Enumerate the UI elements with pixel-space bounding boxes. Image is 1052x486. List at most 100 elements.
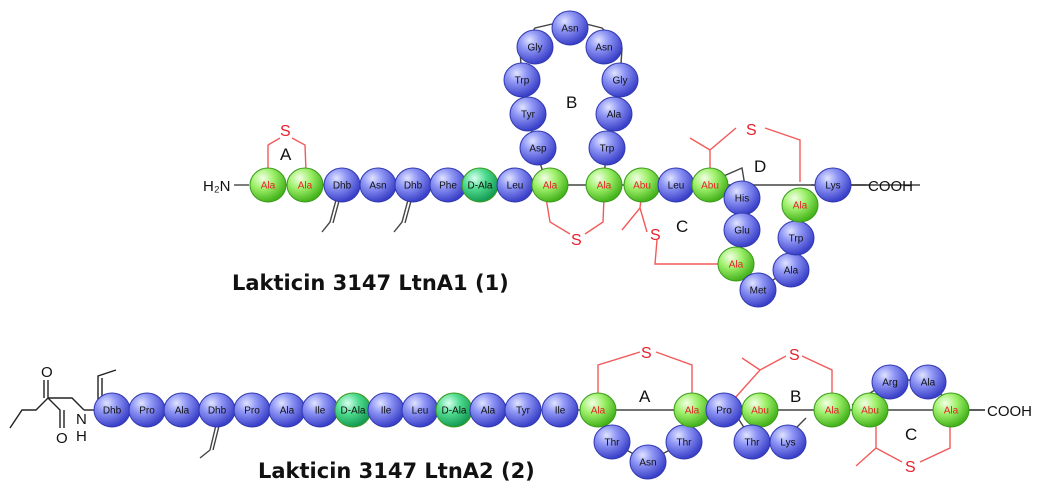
p1-residue-ala: Ala [595,96,633,132]
sulfur-atom: S [571,232,582,249]
residue-bead [932,392,970,428]
p1-residue-leu: Leu [657,167,695,203]
hydrogen-atom: H [76,428,87,445]
residue-bead [595,96,633,132]
residue-label: D-Ala [441,406,466,417]
residue-label: Ile [315,406,326,417]
c-terminus-label: COOH [868,178,913,195]
residue-bead [579,392,617,428]
residue-label: Asn [561,24,578,35]
thioether-bridges-1 [267,127,801,265]
residue-bead [909,364,947,400]
p2-residue-ala: Ala [932,392,970,428]
p1-residue-ala: Ala [781,187,819,223]
p1-residue-trp: Trp [503,62,541,98]
p1-residue-phe: Phe [429,167,467,203]
residue-label: Lys [825,181,840,192]
p2-residue-asn: Asn [629,444,667,480]
sulfur-atom: S [789,347,800,364]
residue-label: Ala [607,110,622,121]
p1-residue-dhb: Dhb [323,167,361,203]
residue-label: Ala [944,406,959,417]
p1-residue-asn: Asn [585,29,623,65]
p2-residue-thr: Thr [733,424,771,460]
residue-label: Ala [261,181,276,192]
residue-bead [717,246,755,282]
residue-bead [851,392,889,428]
p2-residue-abu: Abu [851,392,889,428]
p2-residue-dhb: Dhb [93,392,131,428]
p2-residue-ala: Ala [163,392,201,428]
p1-residue-ala: Ala [286,167,324,203]
residue-bead [593,424,631,460]
p2-residue-ala: Ala [268,392,306,428]
p2-residue-ile: Ile [301,392,339,428]
residue-label: Abu [633,181,651,192]
n-cap-2 [9,369,117,429]
residue-label: Ala [793,201,808,212]
p2-residue-ile: Ile [541,392,579,428]
p2-residue-d-ala: D-Ala [334,392,372,428]
residue-label: Thr [605,438,621,449]
p1-residue-abu: Abu [691,167,729,203]
p1-residue-gly: Gly [601,62,639,98]
p1-residue-ala: Ala [717,246,755,282]
residue-label: Tyr [521,110,536,121]
ring-label-d: D [754,157,766,176]
p1-residue-trp: Trp [777,220,815,256]
oxygen-atom: O [56,430,68,447]
sulfur-atom: S [641,345,652,362]
residue-label: Trp [789,234,804,245]
p1-residue-asp: Asp [519,130,557,166]
residue-label: Asn [639,458,656,469]
residue-label: Thr [677,438,693,449]
p1-residue-tyr: Tyr [509,96,547,132]
residue-bead [629,444,667,480]
residue-bead [249,167,287,203]
residue-bead [585,29,623,65]
p1-residue-dhb: Dhb [394,167,432,203]
residue-label: Ala [280,406,295,417]
residue-label: Abu [861,406,879,417]
residue-label: Met [750,286,767,297]
residue-label: Pro [139,406,155,417]
p2-residue-leu: Leu [401,392,439,428]
p2-residue-ala: Ala [579,392,617,428]
s-atoms-2: S S S [641,345,916,476]
residue-label: Ala [685,406,700,417]
nitrogen-atom: N [76,411,87,428]
backbone-1 [250,19,920,291]
peptide-2: O O N H S S S A B C [9,345,1032,483]
residue-label: Gly [613,76,628,87]
p1-residue-d-ala: D-Ala [461,167,499,203]
residue-bead [541,392,579,428]
p2-residue-arg: Arg [871,364,909,400]
residue-label: Dhb [333,181,352,192]
residue-bead [813,392,851,428]
residue-label: Ala [543,181,558,192]
residue-bead [739,272,777,308]
p2-residue-pro: Pro [233,392,271,428]
residue-label: Asn [369,181,386,192]
p1-residue-asn: Asn [359,167,397,203]
residue-label: Leu [507,181,524,192]
caption-peptide-2: Lakticin 3147 LtnA2 (2) [258,459,535,483]
residue-label: Glu [734,226,750,237]
ring-label-c: C [676,217,688,236]
residue-label: Dhb [208,406,227,417]
n-terminus-label: H₂N [203,178,231,195]
ring-label-c: C [905,425,917,444]
residue-bead [871,364,909,400]
dhb-side-chain-2 [199,424,220,459]
p2-residue-d-ala: D-Ala [435,392,473,428]
sulfur-atom: S [280,123,291,140]
p2-residue-ala: Ala [909,364,947,400]
s-atoms-1: S S S S [280,122,757,249]
p1-residue-asn: Asn [551,10,589,46]
residue-label: Trp [600,144,615,155]
residue-bead [769,424,807,460]
p2-residue-pro: Pro [128,392,166,428]
residue-bead [551,10,589,46]
